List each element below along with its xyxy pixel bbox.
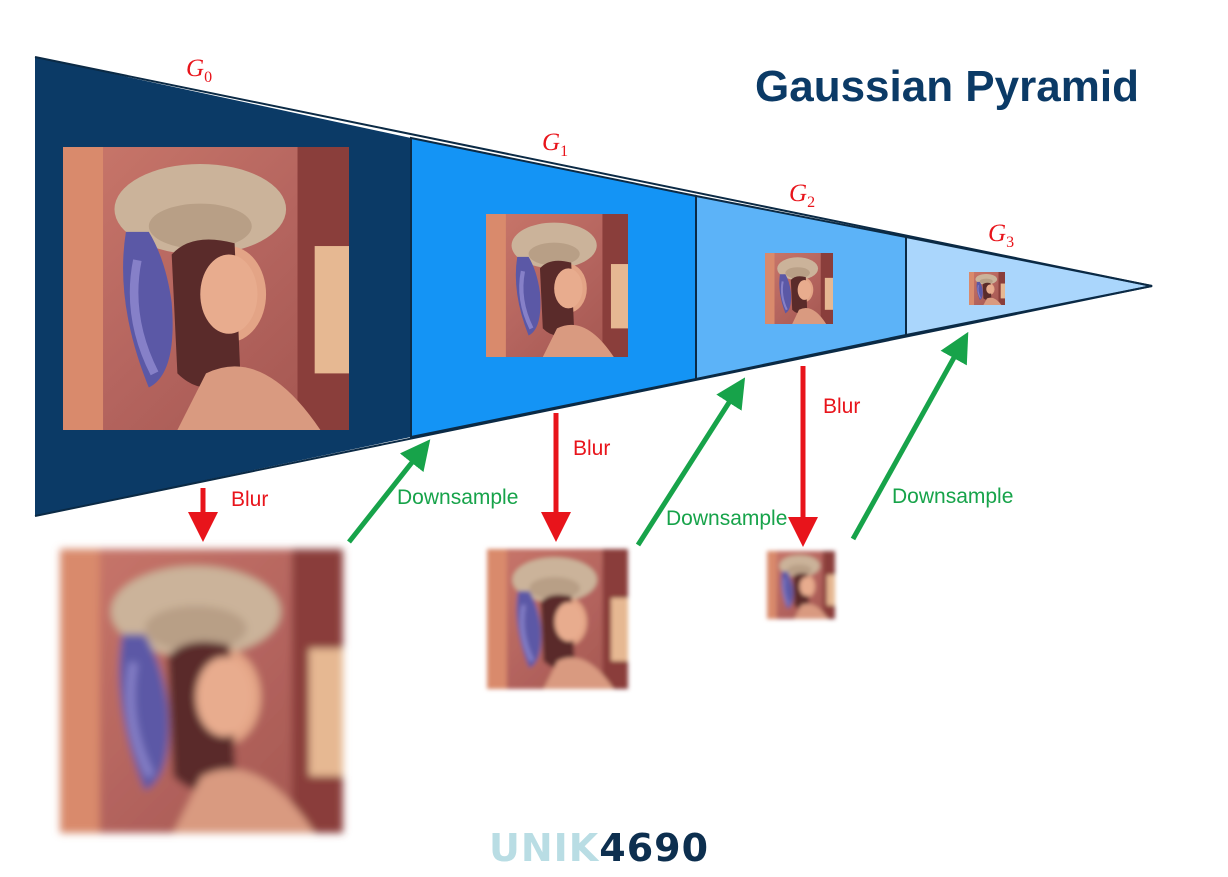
level-label-g2: G2: [789, 180, 816, 211]
downsample-arrow-2: [850, 331, 969, 541]
blur-label-0: Blur: [231, 488, 269, 511]
downsample-label-0: Downsample: [397, 486, 519, 509]
level-label-g1: G1: [542, 129, 569, 160]
level-label-g0: G0: [186, 55, 213, 86]
page-title: Gaussian Pyramid: [755, 62, 1139, 111]
blurred-image-g2: [765, 549, 837, 621]
image-g0: [63, 147, 349, 430]
blurred-image-g0: [60, 549, 343, 833]
blurred-image-g1: [487, 549, 628, 689]
image-g2: [763, 251, 835, 326]
level-label-g3: G3: [988, 220, 1015, 251]
pyramid-level-3: [905, 235, 1153, 337]
image-g3: [968, 271, 1006, 306]
downsample-label-2: Downsample: [892, 485, 1014, 508]
course-logo: UNIK4690: [489, 826, 710, 870]
downsample-arrow-0: [347, 439, 431, 544]
image-g1: [486, 214, 628, 357]
downsample-arrow-1: [635, 377, 746, 547]
downsample-label-1: Downsample: [666, 507, 788, 530]
blur-label-1: Blur: [573, 437, 611, 460]
blur-label-2: Blur: [823, 395, 861, 418]
